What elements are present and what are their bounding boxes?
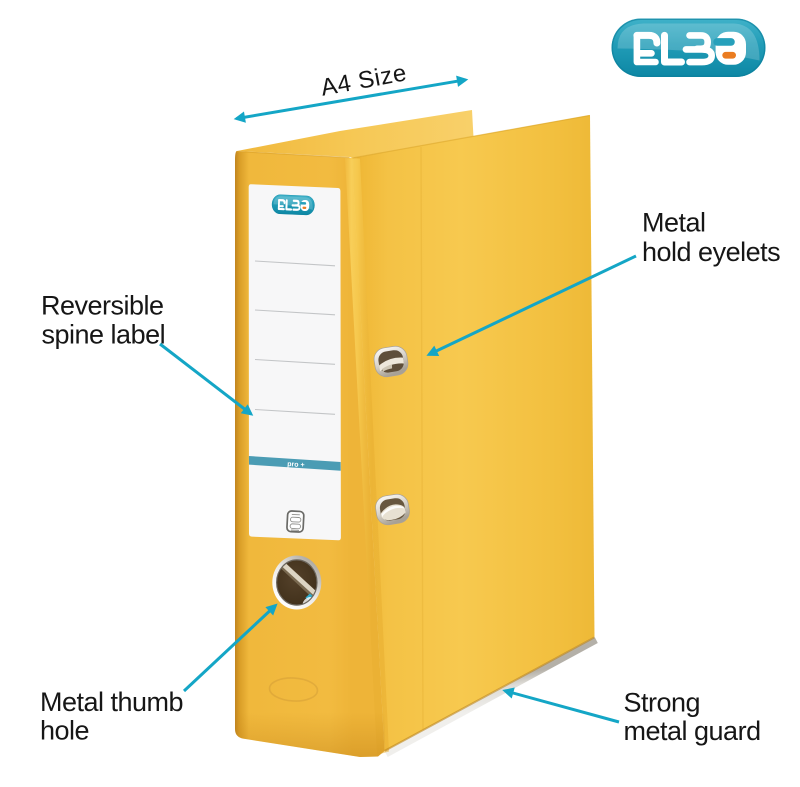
svg-text:Metal: Metal bbox=[642, 207, 706, 237]
svg-text:Strong: Strong bbox=[624, 688, 701, 718]
svg-text:hole: hole bbox=[40, 716, 89, 746]
svg-text:A4 Size: A4 Size bbox=[319, 59, 409, 101]
svg-text:pro +: pro + bbox=[287, 461, 305, 469]
svg-text:hold eyelets: hold eyelets bbox=[642, 237, 780, 267]
svg-text:Metal thumb: Metal thumb bbox=[40, 687, 183, 717]
svg-text:metal guard: metal guard bbox=[624, 716, 761, 746]
svg-text:spine label: spine label bbox=[42, 319, 166, 349]
svg-text:Reversible: Reversible bbox=[41, 291, 164, 321]
